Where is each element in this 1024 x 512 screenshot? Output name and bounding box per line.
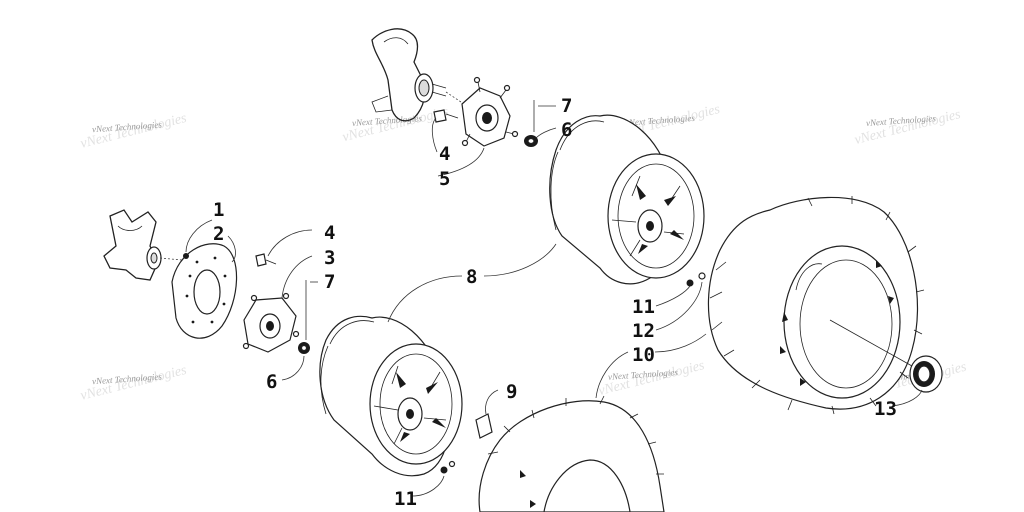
- callout-8: 8: [466, 266, 477, 288]
- wheel-center-cap: [909, 355, 943, 393]
- callout-4-upper: 4: [439, 143, 450, 165]
- hub-cap-nut: [475, 413, 493, 439]
- callout-13: 13: [874, 398, 897, 420]
- rear-tire: [707, 196, 925, 415]
- upper-hub: [461, 76, 519, 147]
- watermark: vNext Technologies: [866, 113, 937, 128]
- callout-10: 10: [632, 344, 655, 366]
- watermark: vNext Technologies: [608, 367, 679, 382]
- watermark: vNext Technologies: [92, 119, 163, 134]
- callout-6-upper: 6: [561, 119, 572, 141]
- watermark: vNext Technologies: [625, 113, 696, 128]
- callout-11-upper: 11: [632, 296, 655, 318]
- rear-valve-stem: [686, 279, 694, 287]
- watermark: vNext Technologies: [92, 371, 163, 386]
- left-steering-knuckle: [103, 209, 183, 281]
- callout-labels: 1 2 3 4 4 5 6 6 7 7 8 9 10 11 11 12 13: [213, 95, 897, 510]
- callout-6-lower: 6: [266, 371, 277, 393]
- rear-wheel-rim: [549, 114, 705, 285]
- callout-1: 1: [213, 199, 224, 221]
- callout-2: 2: [213, 223, 224, 245]
- upper-steering-knuckle: [371, 28, 465, 122]
- center-cap-axis: [829, 319, 913, 367]
- callout-9: 9: [506, 381, 517, 403]
- callout-7-upper: 7: [561, 95, 572, 117]
- callout-7-lower: 7: [324, 271, 335, 293]
- rear-valve-cap: [698, 272, 706, 280]
- left-hub: [242, 292, 300, 353]
- upper-lug-nut: [524, 135, 538, 147]
- brake-disc: [171, 243, 238, 339]
- watermark: vNext Technologies: [352, 113, 423, 128]
- callout-5: 5: [439, 168, 450, 190]
- callout-3: 3: [324, 247, 335, 269]
- callout-12: 12: [632, 320, 655, 342]
- left-lug-nut: [298, 342, 310, 354]
- callout-4-lower: 4: [324, 222, 335, 244]
- front-valve-stem: [440, 460, 456, 474]
- left-wheel-stud: [255, 253, 277, 267]
- front-tire: [478, 395, 665, 512]
- callout-11-lower: 11: [394, 488, 417, 510]
- leader-lines: [185, 105, 923, 497]
- left-brake-disc-screw: [183, 253, 189, 259]
- front-wheel-rim: [319, 315, 463, 477]
